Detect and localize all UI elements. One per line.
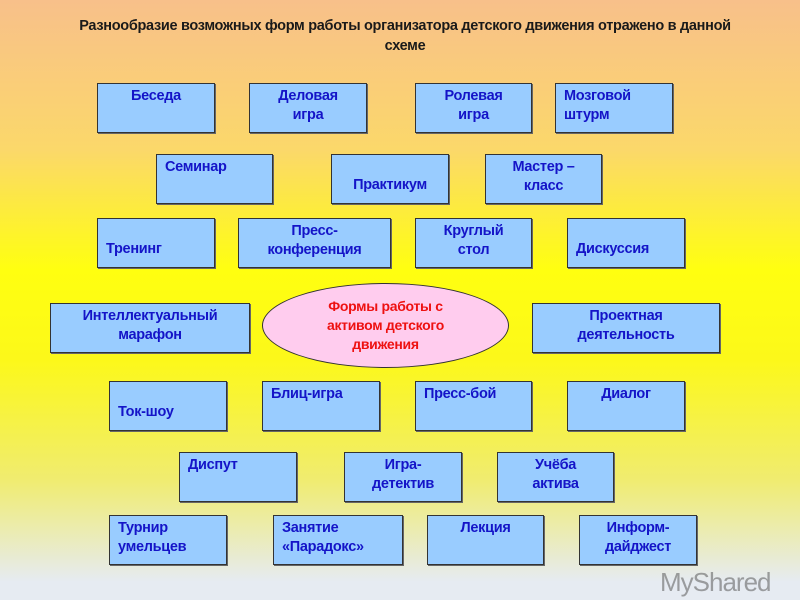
form-label: Беседа	[131, 88, 181, 104]
form-label: Блиц-игра	[271, 386, 343, 402]
form-box: Турнир умельцев	[109, 515, 227, 565]
form-box: Мозговой штурм	[555, 83, 673, 133]
form-box: Семинар	[156, 154, 273, 204]
form-box: Пресс- конференция	[238, 218, 391, 268]
form-label: Практикум	[353, 177, 427, 193]
form-label: Пресс- конференция	[267, 223, 362, 258]
form-box: Диспут	[179, 452, 297, 502]
form-label: Интеллектуальный марафон	[82, 308, 218, 343]
form-label: Деловая игра	[278, 88, 338, 123]
form-label: Диалог	[601, 386, 651, 402]
form-box: Лекция	[427, 515, 544, 565]
form-box: Деловая игра	[249, 83, 367, 133]
form-box: Тренинг	[97, 218, 215, 268]
form-box: Диалог	[567, 381, 685, 431]
center-ellipse: Формы работы с активом детского движения	[262, 283, 509, 368]
form-label: Информ- дайджест	[604, 520, 672, 555]
form-label: Игра- детектив	[371, 457, 435, 492]
form-box: Игра- детектив	[344, 452, 462, 502]
form-label: Ток-шоу	[118, 404, 174, 420]
form-box: Проектная деятельность	[532, 303, 720, 353]
form-box: Пресс-бой	[415, 381, 532, 431]
slide-title: Разнообразие возможных форм работы орган…	[79, 18, 731, 54]
form-box: Ток-шоу	[109, 381, 227, 431]
form-box: Практикум	[331, 154, 449, 204]
form-label: Учёба актива	[532, 457, 579, 492]
form-label: Мастер – класс	[512, 159, 575, 194]
form-box: Дискуссия	[567, 218, 685, 268]
watermark: MyShared	[660, 567, 771, 597]
form-box: Блиц-игра	[262, 381, 380, 431]
form-box: Интеллектуальный марафон	[50, 303, 250, 353]
form-label: Круглый стол	[443, 223, 504, 258]
form-box: Занятие «Парадокс»	[273, 515, 403, 565]
form-box: Беседа	[97, 83, 215, 133]
form-box: Информ- дайджест	[579, 515, 697, 565]
form-label: Турнир умельцев	[118, 520, 187, 555]
form-label: Ролевая игра	[444, 88, 503, 123]
form-label: Тренинг	[106, 241, 162, 257]
form-label: Семинар	[165, 159, 227, 175]
form-box: Учёба актива	[497, 452, 614, 502]
form-label: Дискуссия	[576, 241, 650, 257]
form-label: Мозговой штурм	[564, 88, 631, 123]
form-label: Лекция	[460, 520, 511, 536]
form-label: Пресс-бой	[424, 386, 497, 402]
form-box: Круглый стол	[415, 218, 532, 268]
form-box: Ролевая игра	[415, 83, 532, 133]
form-label: Занятие «Парадокс»	[282, 520, 364, 555]
form-box: Мастер – класс	[485, 154, 602, 204]
form-label: Диспут	[188, 457, 238, 473]
form-label: Проектная деятельность	[577, 308, 675, 343]
